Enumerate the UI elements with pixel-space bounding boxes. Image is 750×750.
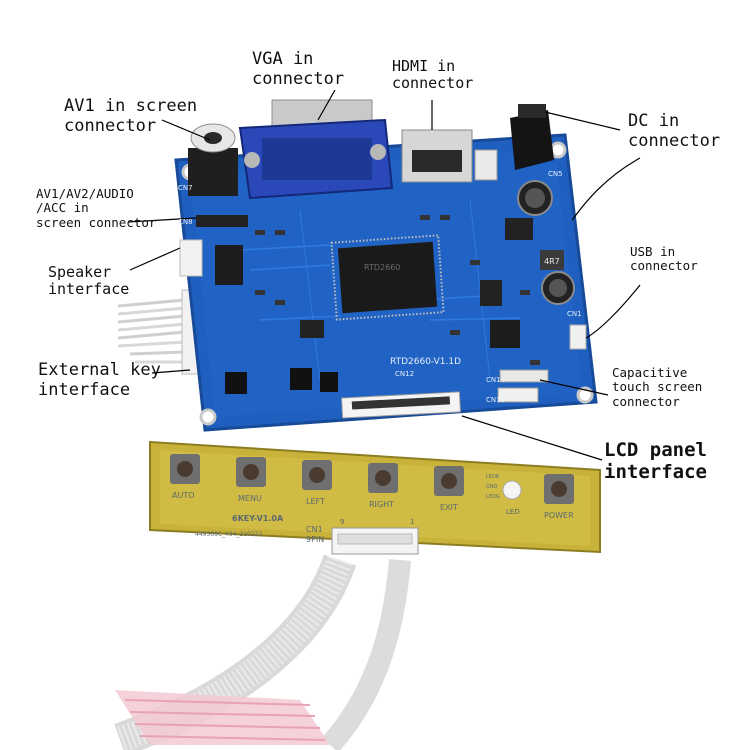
chip-marking: RTD2660 [364, 263, 400, 272]
key-label-menu: MENU [238, 494, 262, 503]
label-lcd: LCD panel interface [604, 439, 707, 483]
keypad-cn1: CN1 [306, 525, 323, 534]
label-av1: AV1 in screen connector [64, 96, 198, 136]
silk-cn12: CN12 [395, 370, 414, 378]
key-label-auto: AUTO [172, 491, 195, 500]
label-speaker: Speaker interface [48, 263, 130, 299]
annotation-leaders [127, 89, 641, 461]
label-av-audio: AV1/AV2/AUDIO /ACC in screen connector [36, 186, 157, 230]
label-hdmi: HDMI in connector [392, 57, 474, 93]
keypad-pin9: 9 [340, 518, 344, 526]
inductor-marking: 4R7 [544, 257, 560, 266]
keypad-9pin: 9PIN [306, 535, 324, 544]
vga-connector [238, 99, 394, 200]
av1-connector [188, 123, 238, 196]
key-label-right: RIGHT [369, 500, 394, 509]
dc-connector [510, 104, 554, 170]
keypad-pin1: 1 [410, 518, 414, 526]
key-label-exit: EXIT [440, 503, 458, 512]
led-pin-gnd: GND [486, 484, 498, 490]
key-label-left: LEFT [306, 497, 325, 506]
key-label-power: POWER [544, 511, 574, 520]
main-pcb [174, 133, 598, 432]
label-vga: VGA in connector [252, 49, 345, 89]
silk-cn7: CN7 [178, 184, 193, 192]
silk-model: RTD2660-V1.1D [390, 357, 461, 367]
silk-cn15: CN15 [486, 396, 505, 404]
label-external-key: External key interface [38, 360, 161, 400]
silk-cn5: CN5 [548, 170, 563, 178]
hdmi-connector [401, 129, 498, 183]
silk-cn1: CN1 [567, 310, 582, 318]
key-label-led: LED [506, 508, 520, 516]
label-dc: DC in connector [628, 111, 721, 151]
keypad-serial: 449369C_Y34_210222 [195, 531, 262, 538]
label-usb: USB in connector [630, 244, 698, 274]
silk-cn14: CN14 [486, 376, 506, 384]
led-pin-ledr: LEDR [486, 474, 500, 480]
keypad-board-name: 6KEY-V1.0A [232, 514, 284, 523]
keypad-ribbon-cable [114, 554, 411, 750]
label-capacitive: Capacitive touch screen connector [612, 365, 703, 409]
keypad-board [149, 440, 601, 555]
led-pin-ledg: LEDG [486, 494, 500, 500]
silk-cn8: CN8 [178, 218, 193, 226]
